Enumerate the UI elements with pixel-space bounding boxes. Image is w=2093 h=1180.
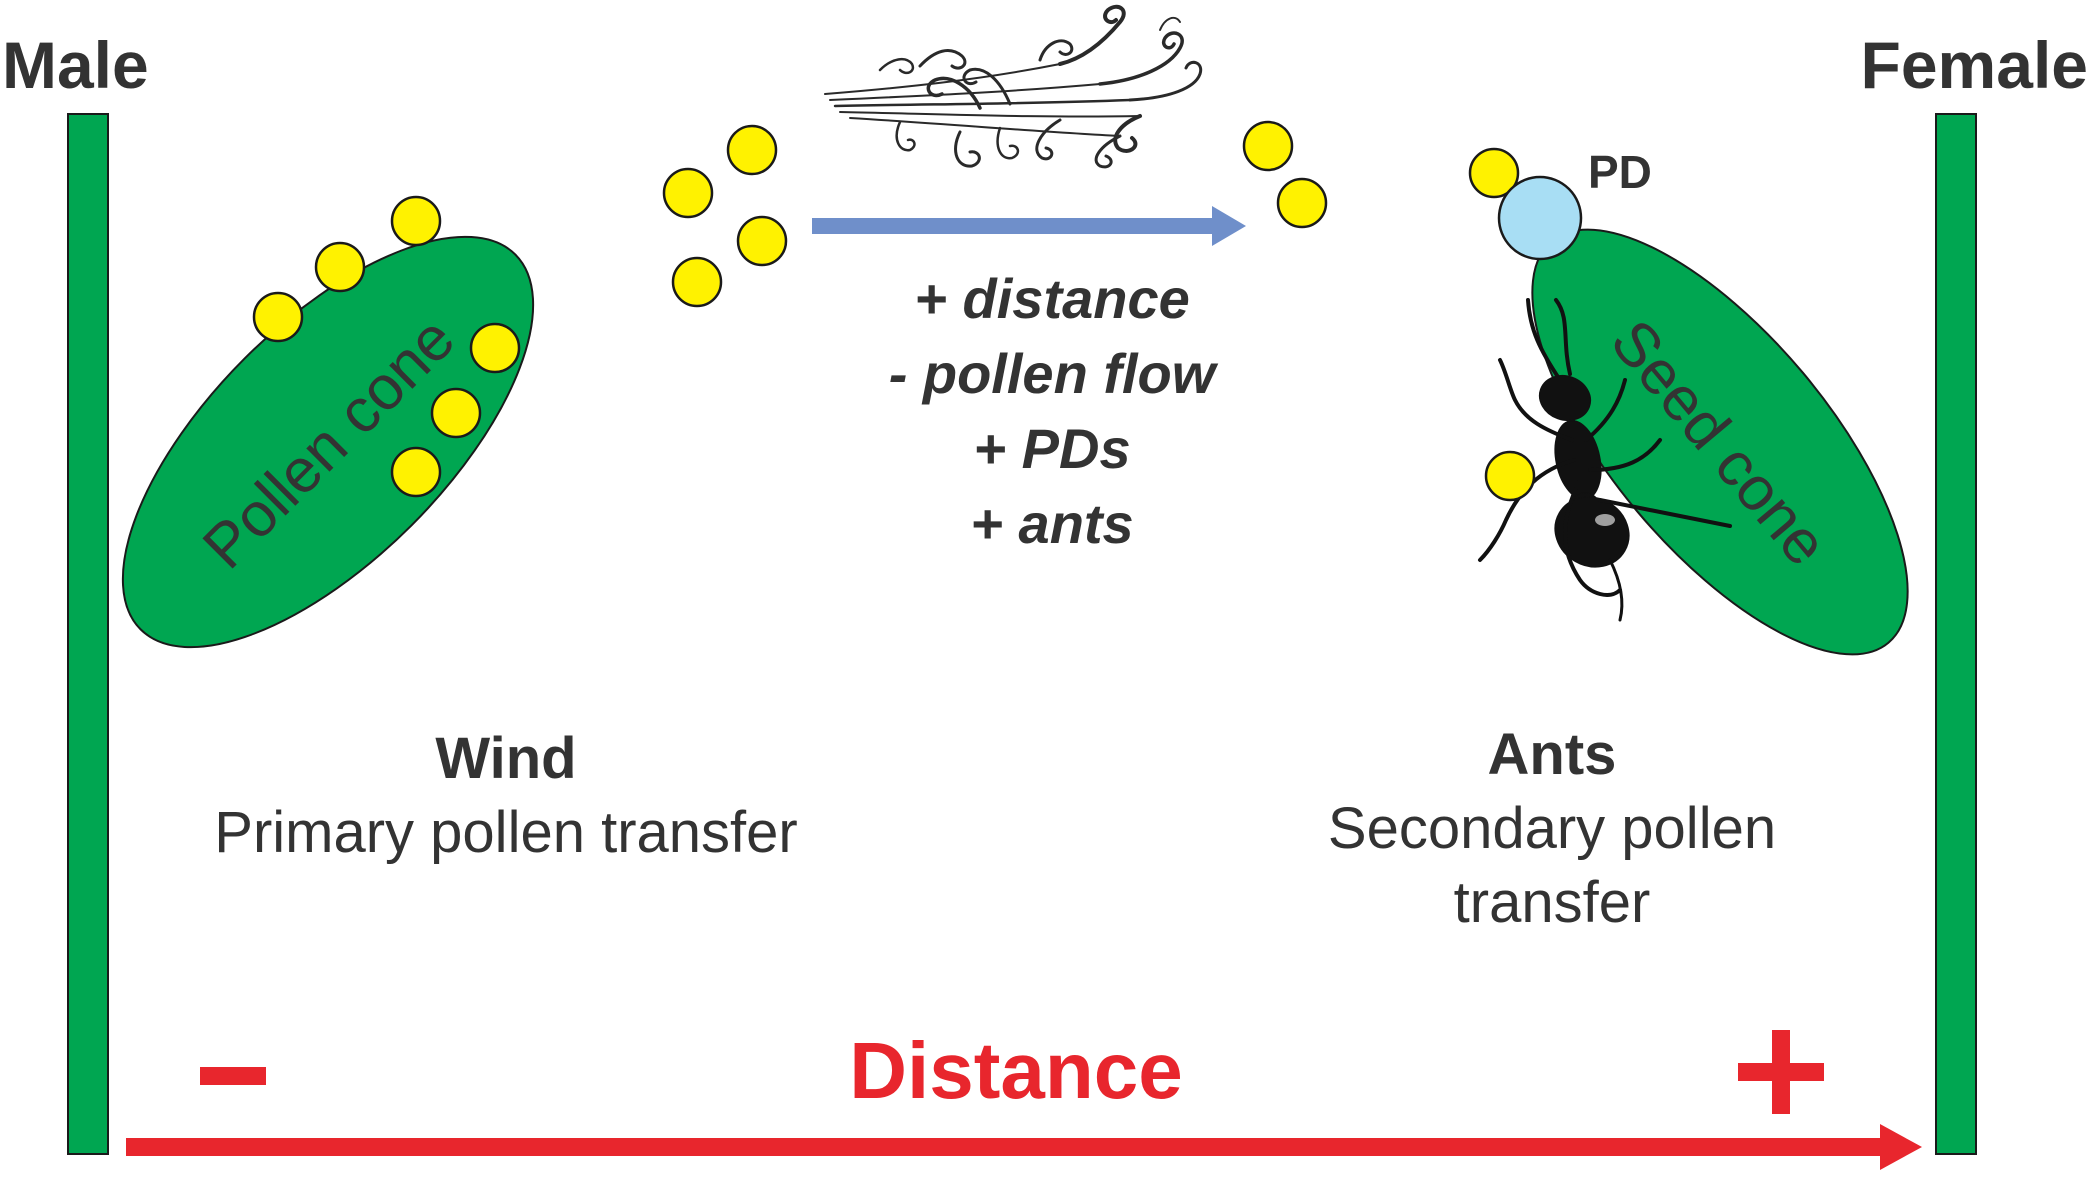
pollen-grain-icon [252, 291, 304, 343]
pollen-grain-icon [726, 124, 778, 176]
pollen-grain-icon [662, 167, 714, 219]
pollen-grain-icon [1276, 177, 1328, 229]
minus-sign [200, 1067, 266, 1085]
distance-arrowhead [1880, 1124, 1922, 1170]
effect-item: + ants [970, 492, 1133, 555]
ant-icon [1478, 298, 1732, 622]
pollen-grain-icon [1242, 120, 1294, 172]
pollen-grain-icon [671, 256, 723, 308]
distance-arrow-shaft [126, 1138, 1890, 1156]
pollen-flow-arrowhead [1212, 206, 1246, 246]
pollen-cone-grains [252, 195, 521, 498]
male-label: Male [2, 28, 149, 102]
effect-item: - pollen flow [889, 342, 1219, 405]
pollen-grain-icon [1484, 450, 1536, 502]
pollen-grain-icon [314, 241, 366, 293]
female-label: Female [1861, 28, 2088, 102]
pollen-grain-icon [390, 446, 442, 498]
wind-description: Primary pollen transfer [214, 800, 797, 865]
pollen-grain-icon [1468, 147, 1520, 199]
pollen-grain-icon [390, 195, 442, 247]
ants-description-line2: transfer [1454, 870, 1651, 935]
wind-gust-icon [824, 4, 1203, 169]
pollen-grain-icon [736, 215, 788, 267]
effect-item: + PDs [973, 417, 1130, 480]
male-stem [67, 113, 109, 1155]
female-stem [1935, 113, 1977, 1155]
effects-list: + distance - pollen flow + PDs + ants [889, 267, 1219, 555]
pollination-drop-icon [1497, 175, 1583, 261]
airborne-pollen-left [662, 124, 788, 308]
pd-label: PD [1588, 146, 1652, 198]
ants-title: Ants [1488, 722, 1617, 787]
airborne-pollen-right [1242, 120, 1328, 229]
ants-description-line1: Secondary pollen [1328, 796, 1776, 861]
wind-title: Wind [435, 726, 576, 791]
pollen-grain-icon [430, 387, 482, 439]
effect-item: + distance [914, 267, 1189, 330]
plus-sign [1738, 1030, 1824, 1114]
pollen-grain-icon [469, 322, 521, 374]
distance-label: Distance [849, 1026, 1182, 1115]
